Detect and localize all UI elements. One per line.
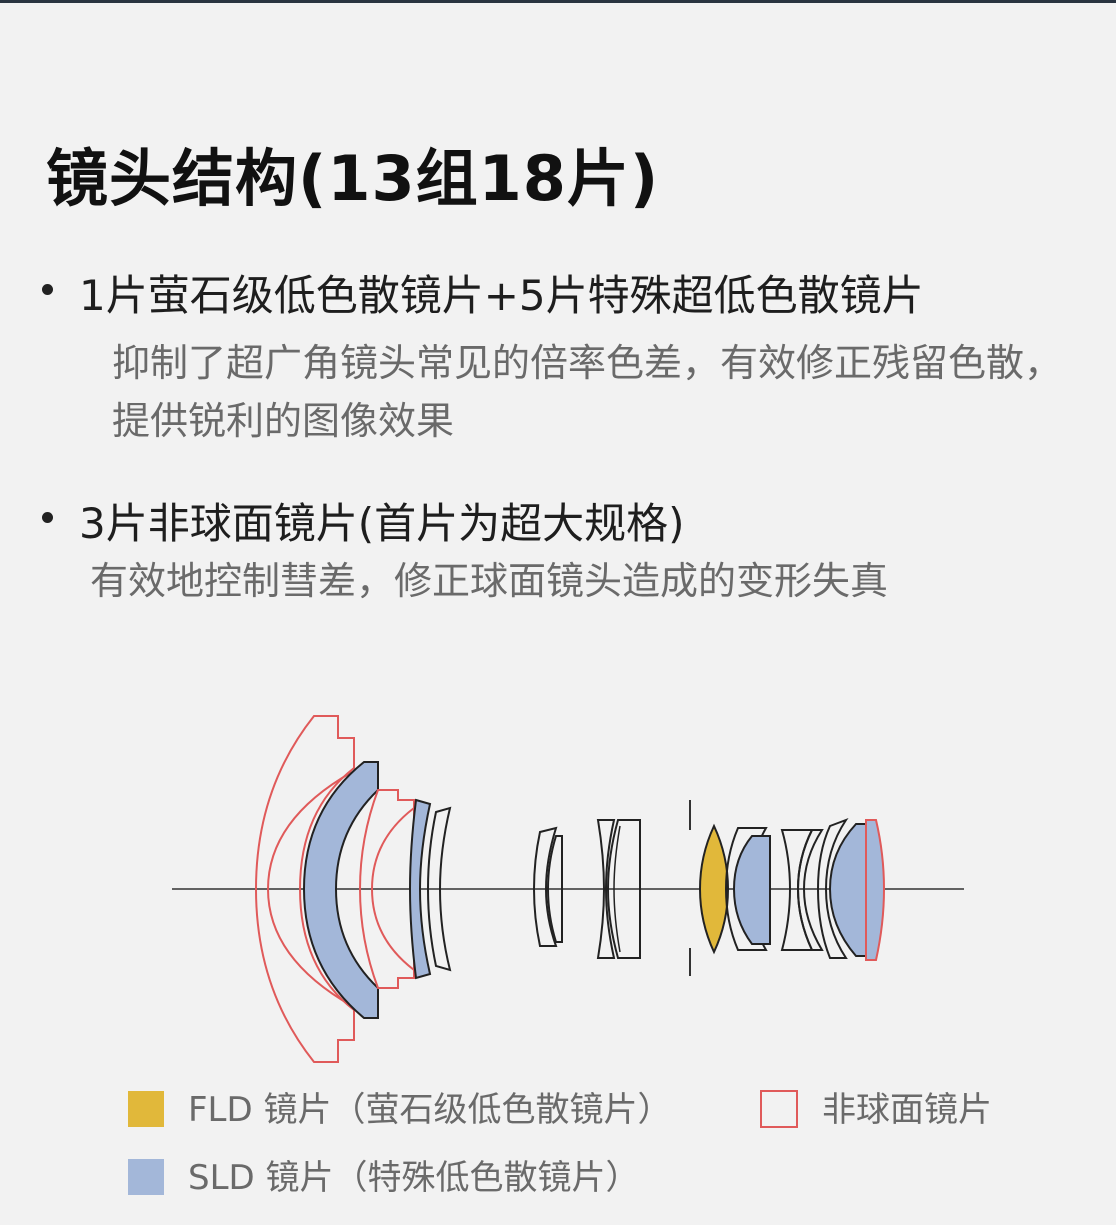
legend-sld-label: SLD 镜片（特殊低色散镜片） (188, 1158, 640, 1198)
lens-element-aspherical-1 (254, 715, 355, 1063)
lens-element-9-inner (613, 825, 621, 953)
feature-item-1: 1片萤石级低色散镜片+5片特殊超低色散镜片 (42, 262, 924, 323)
legend-aspherical-label: 非球面镜片 (822, 1090, 992, 1130)
feature-headline: 3片非球面镜片(首片为超大规格) (79, 499, 685, 548)
fld-swatch-icon (128, 1090, 164, 1127)
top-divider (0, 0, 1116, 3)
lens-element-7 (546, 835, 563, 943)
legend-aspherical: 非球面镜片 (760, 1082, 992, 1131)
lens-element-9 (606, 819, 641, 959)
lens-element-aspherical-2-inner (370, 807, 415, 971)
lens-element-8 (596, 819, 616, 959)
legend-fld-label: FLD 镜片（萤石级低色散镜片） (188, 1090, 672, 1130)
lens-element-sld-2 (408, 798, 432, 980)
legend-fld: FLD 镜片（萤石级低色散镜片） (128, 1082, 672, 1131)
lens-structure-diagram (172, 715, 964, 1063)
lens-element-5 (426, 806, 452, 972)
bullet-dot-icon (42, 512, 53, 523)
feature-description: 有效地控制彗差，修正球面镜头造成的变形失真 (90, 559, 889, 603)
lens-element-aspherical-3 (865, 819, 886, 961)
aspherical-swatch-icon (760, 1089, 798, 1128)
lens-element-13 (780, 829, 814, 951)
lens-element-15 (816, 817, 849, 959)
lens-element-fld (698, 823, 730, 955)
lens-element-aspherical-1-inner (266, 771, 353, 1007)
lens-element-6 (532, 826, 558, 947)
lens-element-14 (796, 829, 824, 951)
lens-element-aspherical-2 (358, 789, 415, 989)
sld-swatch-icon (128, 1158, 164, 1195)
legend-sld: SLD 镜片（特殊低色散镜片） (128, 1150, 640, 1199)
lens-element-sld-4 (828, 823, 867, 957)
bullet-dot-icon (42, 284, 53, 295)
feature-description: 抑制了超广角镜头常见的倍率色差，有效修正残留色散，提供锐利的图像效果 (112, 341, 1063, 443)
feature-headline: 1片萤石级低色散镜片+5片特殊超低色散镜片 (79, 271, 924, 320)
lens-element-sld-3 (732, 835, 771, 945)
lens-element-sld-1 (302, 761, 379, 1019)
feature-item-2: 3片非球面镜片(首片为超大规格) (42, 490, 685, 551)
page-title: 镜头结构(13组18片) (46, 142, 660, 215)
